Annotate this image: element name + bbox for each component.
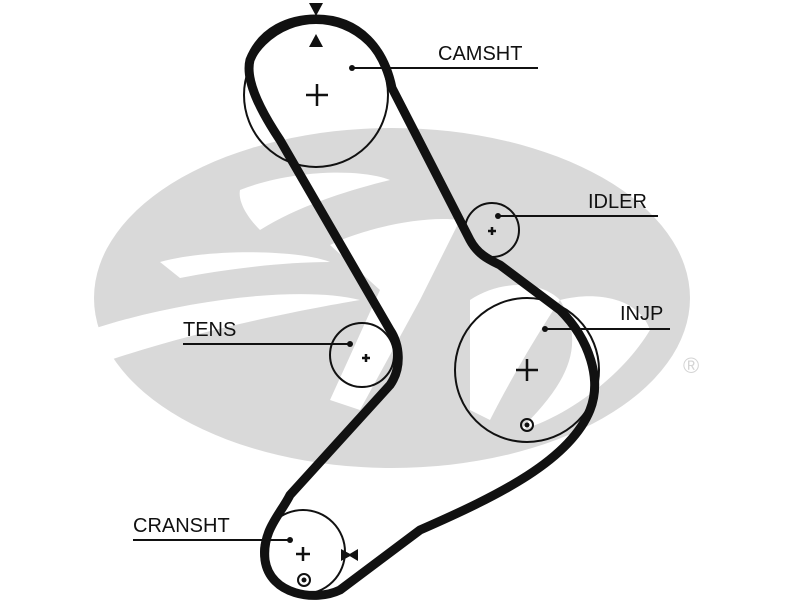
- leader-dots: [287, 65, 548, 543]
- injection-pump-label: INJP: [620, 303, 663, 325]
- crankshaft-timing-arrow-left-icon: [348, 549, 358, 561]
- crankshaft-center-icon: [296, 547, 310, 561]
- tensioner-label: TENS: [183, 319, 236, 341]
- crankshaft-dot-mark-icon: [297, 573, 311, 587]
- crankshaft-timing-arrow-right-icon: [341, 549, 352, 561]
- injection-pump-center-icon: [516, 359, 538, 381]
- crankshaft-label: CRANSHT: [133, 515, 230, 537]
- timing-belt: [244, 14, 600, 600]
- dot-marks: [297, 418, 534, 587]
- gates-logo-watermark: ®: [90, 128, 699, 468]
- camshaft-timing-arrow-up-icon: [309, 34, 323, 47]
- idler-label: IDLER: [588, 191, 647, 213]
- registered-mark: ®: [683, 353, 699, 378]
- tensioner-center-icon: [362, 354, 370, 362]
- timing-marks: [309, 3, 358, 561]
- center-marks: [296, 84, 538, 561]
- injection-pump-pulley: [454, 297, 600, 443]
- leader-lines: [133, 67, 670, 541]
- camshaft-center-icon: [306, 84, 328, 106]
- camshaft-timing-arrow-down-icon: [309, 3, 323, 16]
- injection-pump-dot-mark-icon: [520, 418, 534, 432]
- idler-center-icon: [488, 227, 496, 235]
- camshaft-label: CAMSHT: [438, 43, 522, 65]
